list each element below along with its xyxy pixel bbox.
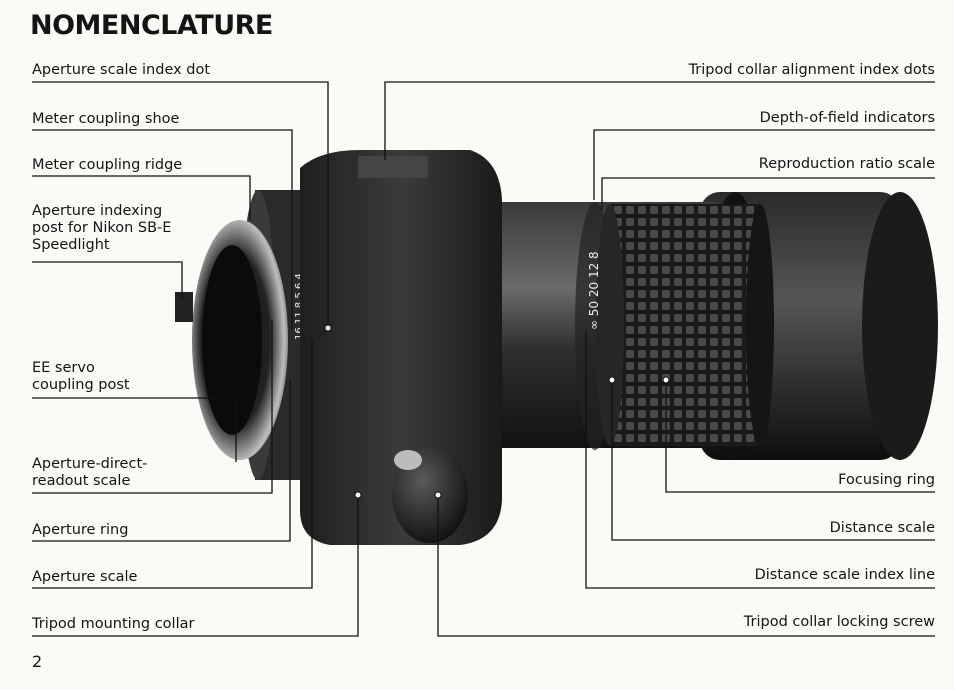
aperture-scale-marking: 16 11 8 5.6 4	[294, 273, 305, 340]
leader-aperture-direct-readout	[32, 320, 273, 494]
leader-distance-index-line	[585, 330, 935, 589]
label-aperture-scale-index-dot: Aperture scale index dot	[32, 62, 211, 78]
label-aperture-direct-readout-scale: Aperture-direct-readout scale	[32, 456, 148, 489]
label-reproduction-ratio-scale: Reproduction ratio scale	[758, 156, 935, 172]
page-number: 2	[32, 652, 43, 671]
leader-focusing-ring	[665, 380, 935, 493]
leader-distance-scale	[611, 380, 935, 541]
leader-ee-servo-coupling-post	[32, 397, 237, 462]
label-tripod-collar-alignment-index-dots: Tripod collar alignment index dots	[688, 62, 935, 78]
leader-reproduction-ratio	[601, 177, 935, 210]
label-meter-coupling-ridge: Meter coupling ridge	[32, 157, 183, 173]
leader-aperture-scale-index-dot	[32, 81, 329, 328]
focusing-ring-art	[596, 204, 774, 446]
label-tripod-collar-locking-screw: Tripod collar locking screw	[743, 614, 935, 630]
label-tripod-mounting-collar: Tripod mounting collar	[32, 616, 195, 632]
leader-lines	[32, 81, 935, 637]
leader-endpoints	[324, 324, 670, 499]
leader-meter-coupling-ridge	[32, 175, 251, 220]
leader-aperture-indexing-post	[32, 261, 183, 300]
bayonet-mount	[175, 220, 288, 460]
leader-aperture-ring	[32, 380, 291, 542]
leader-tripod-mounting-collar	[32, 495, 359, 637]
label-aperture-indexing-post: Aperture indexing post for Nikon SB-E Sp…	[32, 203, 172, 253]
locking-screw-knob	[392, 447, 468, 543]
leader-tripod-collar-locking-screw	[437, 495, 935, 637]
leader-depth-of-field	[593, 129, 935, 200]
leader-tripod-collar-alignment	[384, 81, 935, 160]
label-distance-scale: Distance scale	[829, 520, 935, 536]
label-aperture-scale: Aperture scale	[32, 569, 138, 585]
distance-scale-marking: ∞ 50 20 12 8	[587, 251, 601, 330]
page-title: NOMENCLATURE	[30, 10, 273, 41]
label-aperture-ring: Aperture ring	[32, 522, 129, 538]
leader-aperture-scale	[32, 340, 313, 589]
label-meter-coupling-shoe: Meter coupling shoe	[32, 111, 180, 127]
tripod-collar-art	[300, 150, 502, 545]
leader-meter-coupling-shoe	[32, 129, 293, 330]
label-focusing-ring: Focusing ring	[838, 472, 935, 488]
label-distance-scale-index-line: Distance scale index line	[754, 567, 935, 583]
label-depth-of-field-indicators: Depth-of-field indicators	[759, 110, 935, 126]
label-ee-servo-coupling-post: EE servo coupling post	[32, 360, 130, 393]
